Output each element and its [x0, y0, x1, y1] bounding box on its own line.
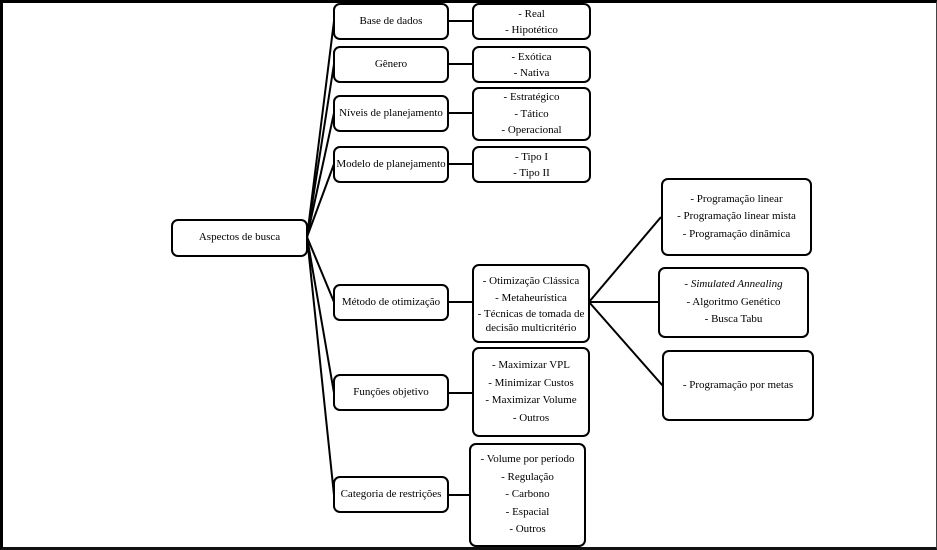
- item: - Algoritmo Genético: [686, 295, 781, 308]
- connector-root-base-de-dados: [306, 20, 335, 238]
- item: - Técnicas de tomada de decisão multicri…: [477, 307, 585, 334]
- items-node-niveis-de-planejamento: - Estratégico - Tático - Operacional: [472, 87, 591, 141]
- item: - Outros: [509, 523, 546, 536]
- connector-root-restricoes: [306, 236, 335, 496]
- category-label: Gênero: [374, 57, 408, 70]
- category-node-modelo-de-planejamento: Modelo de planejamento: [333, 146, 449, 183]
- connector-method-sub-1: [588, 216, 662, 303]
- connector-root-metodo: [306, 236, 335, 303]
- connector-root-funcoes: [306, 236, 335, 394]
- connector-root-niveis: [306, 112, 335, 238]
- category-label: Método de otimização: [341, 295, 441, 308]
- item: - Otimização Clássica: [482, 274, 580, 287]
- item: - Espacial: [505, 505, 550, 518]
- category-node-metodo-de-otimizacao: Método de otimização: [333, 284, 449, 321]
- item: - Nativa: [513, 66, 550, 79]
- method-subgroup-multicriteria: - Programação por metas: [662, 350, 814, 421]
- item: - Programação por metas: [682, 378, 794, 391]
- item: - Tipo I: [514, 150, 549, 163]
- root-label: Aspectos de busca: [198, 231, 281, 244]
- item: - Maximizar Volume: [485, 394, 577, 406]
- category-label: Funções objetivo: [353, 385, 429, 398]
- connector-method-sub-3: [588, 301, 664, 387]
- items-node-modelo-de-planejamento: - Tipo I - Tipo II: [472, 146, 591, 183]
- item: - Operacional: [501, 124, 562, 137]
- item: - Tipo II: [513, 166, 550, 179]
- item: - Minimizar Custos: [488, 376, 574, 389]
- category-node-genero: Gênero: [333, 46, 449, 83]
- category-label: Níveis de planejamento: [339, 106, 443, 119]
- items-node-genero: - Exótica - Nativa: [472, 46, 591, 83]
- item: - Outros: [512, 411, 550, 424]
- item: - Carbono: [505, 488, 550, 501]
- item: - Tático: [514, 107, 549, 120]
- category-label: Categoria de restrições: [340, 487, 442, 500]
- method-subgroup-classical: - Programação linear - Programação linea…: [661, 178, 812, 256]
- item: - Regulação: [501, 470, 554, 483]
- item: - Real: [518, 7, 545, 20]
- item: - Simulated Annealing: [684, 278, 783, 291]
- method-subgroup-metaheuristics: - Simulated Annealing - Algoritmo Genéti…: [658, 267, 809, 338]
- root-node: Aspectos de busca: [171, 219, 308, 257]
- category-node-categoria-de-restricoes: Categoria de restrições: [333, 476, 449, 513]
- items-node-funcoes-objetivo: - Maximizar VPL - Minimizar Custos - Max…: [472, 347, 590, 437]
- category-label: Base de dados: [359, 14, 423, 27]
- connector-root-modelo: [306, 163, 335, 238]
- items-node-categoria-de-restricoes: - Volume por período - Regulação - Carbo…: [469, 443, 586, 547]
- item: - Hipotético: [505, 23, 558, 36]
- item: - Programação dinâmica: [682, 227, 791, 240]
- item: - Estratégico: [503, 91, 560, 104]
- connector-root-genero: [306, 63, 335, 238]
- items-node-metodo-de-otimizacao: - Otimização Clássica - Metaheurística -…: [472, 264, 590, 343]
- category-node-base-de-dados: Base de dados: [333, 3, 449, 40]
- items-node-base-de-dados: - Real - Hipotético: [472, 3, 591, 40]
- category-node-niveis-de-planejamento: Níveis de planejamento: [333, 95, 449, 132]
- item: - Metaheurística: [495, 291, 567, 304]
- category-label: Modelo de planejamento: [336, 157, 446, 170]
- item: - Programação linear: [690, 192, 783, 205]
- item: - Maximizar VPL: [491, 359, 570, 371]
- item: - Volume por período: [480, 453, 575, 466]
- item: - Exótica: [511, 50, 552, 63]
- item: - Programação linear mista: [677, 210, 796, 223]
- category-node-funcoes-objetivo: Funções objetivo: [333, 374, 449, 411]
- item: - Busca Tabu: [704, 313, 763, 326]
